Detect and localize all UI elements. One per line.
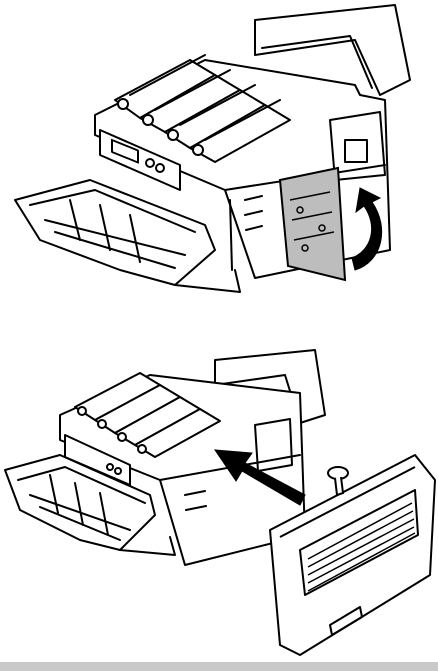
side-panel	[280, 168, 345, 280]
footer-bar-fill	[0, 662, 438, 671]
printer-open-panel-figure	[0, 0, 438, 300]
printer-open-panel-drawing	[0, 0, 438, 300]
printer-attach-cover-drawing	[0, 345, 438, 665]
front-door	[15, 180, 215, 285]
printer-attach-cover-figure	[0, 345, 438, 665]
footer-bar	[0, 662, 438, 671]
